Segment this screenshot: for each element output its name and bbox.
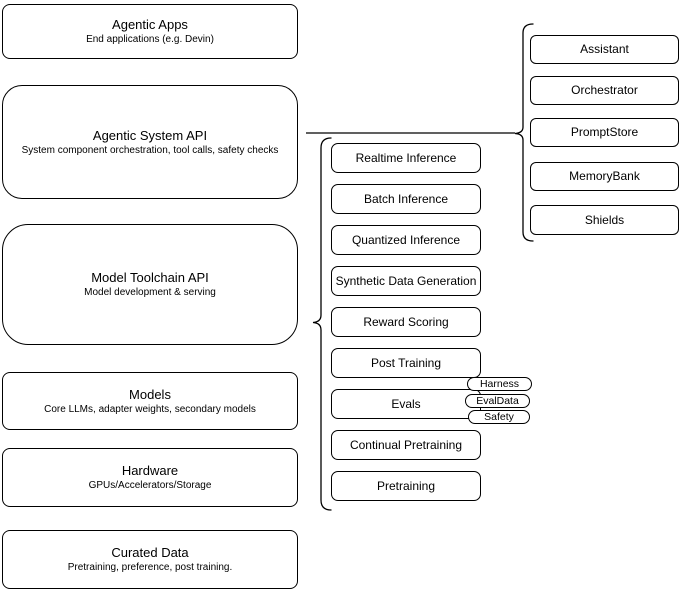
node-batch-inference: Batch Inference [331,184,481,214]
node-subtitle: Model development & serving [84,287,216,298]
node-label: PromptStore [570,125,639,139]
node-realtime-inference: Realtime Inference [331,143,481,173]
node-label: Batch Inference [363,191,449,206]
node-model-toolchain-api: Model Toolchain API Model development & … [2,224,298,345]
node-label: Orchestrator [571,83,638,97]
node-subtitle: GPUs/Accelerators/Storage [88,480,212,491]
node-evals: Evals [331,389,481,419]
node-synthetic-data-generation: Synthetic Data Generation [331,266,481,296]
node-label: Assistant [580,42,629,56]
node-curated-data: Curated Data Pretraining, preference, po… [2,530,298,589]
node-subtitle: System component orchestration, tool cal… [21,144,279,156]
bracket-system-components [514,23,534,242]
node-title: Curated Data [111,545,189,560]
node-title: Agentic Apps [112,17,188,32]
node-shields: Shields [530,205,679,235]
node-promptstore: PromptStore [530,118,679,147]
node-memorybank: MemoryBank [530,162,679,191]
node-agentic-apps: Agentic Apps End applications (e.g. Devi… [2,4,298,59]
node-continual-pretraining: Continual Pretraining [331,430,481,460]
pill-harness: Harness [467,377,532,391]
node-orchestrator: Orchestrator [530,76,679,105]
node-title: Hardware [121,463,179,478]
node-label: Reward Scoring [363,314,449,329]
node-title: Model Toolchain API [91,270,209,285]
node-subtitle: End applications (e.g. Devin) [86,34,214,45]
node-quantized-inference: Quantized Inference [331,225,481,255]
node-post-training: Post Training [331,348,481,378]
node-label: Quantized Inference [351,232,461,247]
node-assistant: Assistant [530,35,679,64]
node-label: Pretraining [376,478,436,493]
node-hardware: Hardware GPUs/Accelerators/Storage [2,448,298,507]
node-models: Models Core LLMs, adapter weights, secon… [2,372,298,430]
node-label: Continual Pretraining [349,437,463,452]
node-label: Post Training [370,355,442,370]
node-reward-scoring: Reward Scoring [331,307,481,337]
pill-safety: Safety [468,410,530,424]
bracket-toolchain-components [312,137,332,511]
node-subtitle: Pretraining, preference, post training. [67,562,233,573]
pill-label: Harness [479,378,520,390]
node-label: MemoryBank [569,169,640,183]
node-label: Realtime Inference [355,150,457,165]
node-title: Models [129,386,171,402]
pill-label: Safety [484,411,514,423]
pill-label: EvalData [476,395,519,407]
node-title: Agentic System API [92,127,208,143]
node-label: Synthetic Data Generation [335,273,477,288]
node-pretraining: Pretraining [331,471,481,501]
node-label: Evals [391,396,421,411]
node-subtitle: Core LLMs, adapter weights, secondary mo… [44,403,256,415]
pill-evaldata: EvalData [465,394,530,408]
node-label: Shields [584,212,625,227]
node-agentic-system-api: Agentic System API System component orch… [2,85,298,199]
